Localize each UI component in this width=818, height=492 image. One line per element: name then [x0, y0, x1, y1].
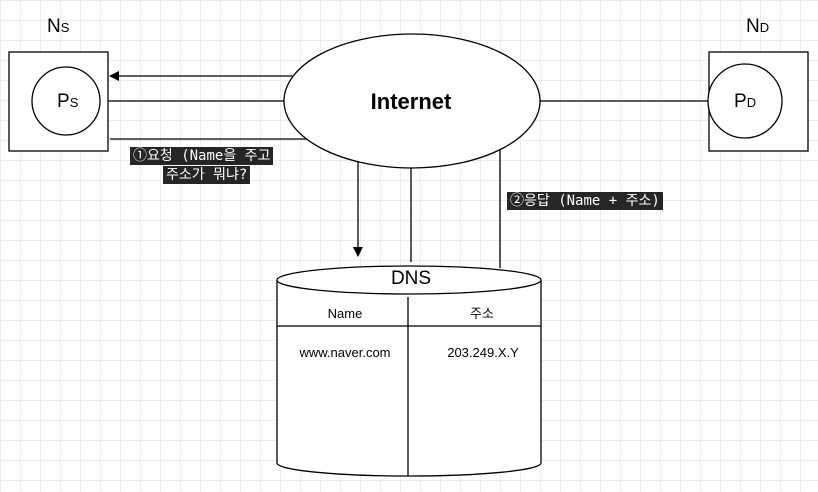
dest-process-label: PD [734, 91, 756, 112]
source-process-circle [31, 66, 101, 136]
response-annotation: ②응답 (Name + 주소) [507, 192, 663, 210]
dest-process-circle [707, 63, 783, 139]
dest-node-label: ND [746, 16, 769, 37]
dns-row-address: 203.249.X.Y [447, 345, 519, 360]
source-process-label: PS [57, 91, 79, 112]
dns-title: DNS [391, 268, 431, 289]
request-annotation-line1: ①요청 (Name을 주고 [130, 147, 274, 165]
dns-row-name: www.naver.com [298, 345, 390, 360]
internet-ellipse [283, 33, 541, 169]
dns-cylinder-body [276, 280, 542, 477]
request-annotation-line2: 주소가 뭐냐? [163, 166, 251, 184]
dns-column-name-header: Name [328, 306, 363, 321]
source-node-label: NS [47, 16, 70, 37]
dns-cylinder-top [276, 265, 542, 295]
dns-column-address-header: 주소 [470, 306, 494, 321]
internet-label: Internet [371, 89, 452, 114]
